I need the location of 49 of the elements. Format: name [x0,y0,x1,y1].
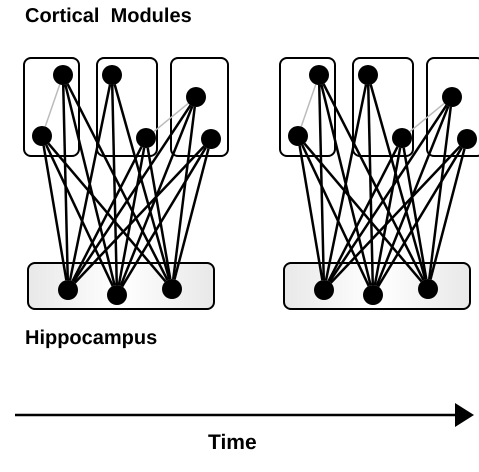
connection-line [121,146,207,288]
connection-line [64,84,116,286]
label-text: Hippocampus [25,328,158,348]
module-box [96,57,158,157]
module-box [426,57,479,157]
connection-line [324,84,368,280]
module-box [170,57,229,157]
connection-line [327,146,399,282]
connection-line [376,106,450,286]
connection-line [68,84,112,280]
connection-line [120,106,194,286]
connection-line [44,84,60,127]
connection-line [409,102,445,132]
label-text: Cortical Modules [25,6,192,26]
connection-line [298,146,324,280]
connection-line [153,102,189,132]
connection-line [300,84,316,127]
connection-line [45,144,114,286]
connection-line [377,146,463,288]
connection-line [402,148,428,280]
label-text: Time [208,432,257,453]
connection-line [328,104,448,282]
module-box [23,57,80,157]
connection-line [42,146,68,280]
connection-line [118,148,146,286]
connection-line [318,84,326,280]
connection-line [72,104,192,282]
connection-line [173,148,210,280]
connection-line [48,142,166,282]
connection-line [74,145,206,284]
connection-line [71,146,143,282]
connection-line [374,148,402,286]
connection-line [330,145,462,284]
connection-line [429,148,466,280]
connection-line [146,148,172,280]
connection-line [428,106,452,280]
connection-line [304,142,422,282]
module-box [279,57,336,157]
connection-line [366,84,374,286]
module-box [352,57,414,157]
connection-line [320,84,372,286]
connection-line [62,84,70,280]
connection-line [172,106,196,280]
connection-line [110,84,118,286]
connection-line [322,83,425,281]
connection-line [370,84,426,280]
connection-line [301,144,370,286]
connection-line [66,83,169,281]
connection-line [114,84,170,280]
